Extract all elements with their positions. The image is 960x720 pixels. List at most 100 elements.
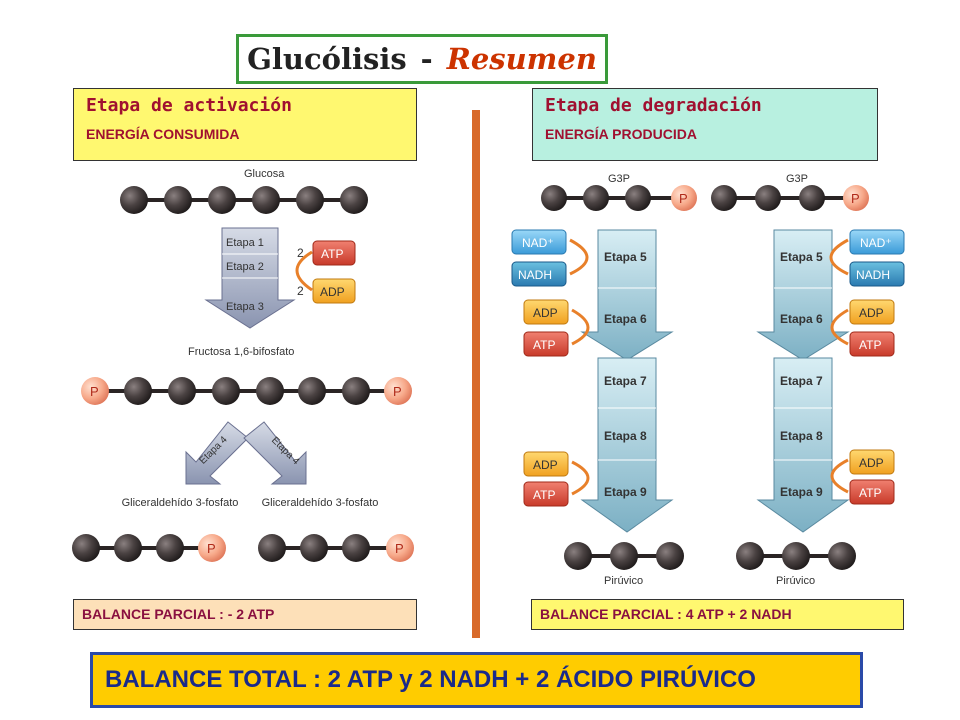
phosphate-left: P	[90, 384, 99, 399]
adp-badge-a1	[523, 299, 569, 325]
adp-badge-b2	[849, 449, 895, 475]
g3p-label-b: G3P	[786, 173, 808, 185]
adp-badge-a2	[523, 451, 569, 477]
nad-label-a: NAD⁺	[522, 236, 554, 250]
degradation-title: Etapa de degradación	[545, 95, 762, 116]
stage-8-label-b: Etapa 8	[780, 429, 823, 443]
energy-swoosh	[295, 250, 313, 292]
stage-4-arrow-right	[243, 421, 307, 485]
g3p-molecule-a	[541, 185, 697, 211]
adp-label-b1: ADP	[859, 306, 884, 320]
balance-right-text: BALANCE PARCIAL : 4 ATP + 2 NADH	[540, 606, 792, 622]
title-dash: -	[420, 42, 433, 76]
adp-label-b2: ADP	[859, 456, 884, 470]
atp-label: ATP	[321, 247, 343, 261]
nad-badge-a	[511, 229, 567, 255]
product-label-left: Gliceraldehído 3-fosfato	[121, 497, 239, 509]
nadh-badge-b	[849, 261, 905, 287]
stages-7-9-arrow-b	[756, 357, 850, 533]
atp-badge-a1	[523, 331, 569, 357]
stage-8-label-a: Etapa 8	[604, 429, 647, 443]
stages-5-6-arrow-b	[756, 229, 850, 361]
product-label-right-wrap: Gliceraldehído 3-fosfato	[261, 497, 379, 509]
swoosh-adp-a1	[571, 308, 590, 346]
g3p-molecule-b	[711, 185, 869, 211]
title-accent: Resumen	[446, 42, 597, 76]
activation-stage-box: Etapa de activación ENERGÍA CONSUMIDA	[73, 88, 417, 161]
atp-badge-b1	[849, 331, 895, 357]
g3p-label-a: G3P	[608, 173, 630, 185]
degradation-diagram: G3P P Etapa 5 Etapa 6 Etapa 7 Etapa 8 Et…	[511, 173, 905, 587]
swoosh-adp-b1	[830, 308, 849, 346]
stage-3-label: Etapa 3	[226, 301, 264, 313]
stage-6-label-a: Etapa 6	[604, 312, 647, 326]
glucose-label: Glucosa	[244, 168, 285, 180]
atp-label-a1: ATP	[533, 338, 555, 352]
balance-total-text: BALANCE TOTAL : 2 ATP y 2 NADH + 2 ÁCIDO…	[105, 666, 756, 693]
adp-badge-b1	[849, 299, 895, 325]
degradation-stage-box: Etapa de degradación ENERGÍA PRODUCIDA	[532, 88, 878, 161]
atp-badge	[312, 240, 356, 266]
adp-label-a1: ADP	[533, 306, 558, 320]
nad-label-b: NAD⁺	[860, 236, 892, 250]
activation-title: Etapa de activación	[86, 95, 292, 116]
swoosh-nad-b	[829, 238, 849, 276]
stages-5-6-arrow-a	[580, 229, 674, 361]
nad-badge-b	[849, 229, 905, 255]
pyruvate-label-a: Pirúvico	[604, 575, 643, 587]
stage-5-label-b: Etapa 5	[780, 250, 823, 264]
stage-6-label-b: Etapa 6	[780, 312, 823, 326]
nadh-label-a: NADH	[518, 268, 552, 282]
page-title: Glucólisis - Resumen	[236, 34, 608, 84]
adp-label: ADP	[320, 285, 345, 299]
glucose-molecule	[120, 186, 368, 214]
degradation-subtitle: ENERGÍA PRODUCIDA	[545, 126, 697, 142]
pyruvate-molecule-b	[736, 542, 856, 570]
stage-9-label-a: Etapa 9	[604, 485, 647, 499]
atp-label-a2: ATP	[533, 488, 555, 502]
swoosh-adp-a2	[571, 460, 590, 496]
balance-left-text: BALANCE PARCIAL : - 2 ATP	[82, 606, 275, 622]
atp-badge-b2	[849, 479, 895, 505]
activation-diagram: Glucosa Etapa 1 Etapa 2 Etapa 3 2 2 ATP …	[72, 168, 414, 562]
stage-9-label-b: Etapa 9	[780, 485, 823, 499]
swoosh-adp-b2	[830, 458, 849, 494]
phosphate-a: P	[679, 191, 688, 206]
stages-1-3-arrow	[204, 227, 296, 329]
adp-count: 2	[297, 284, 304, 298]
g3p-molecule-left	[72, 534, 226, 562]
product-label-left-wrap: Gliceraldehído 3-fosfato	[121, 497, 239, 509]
balance-right-box: BALANCE PARCIAL : 4 ATP + 2 NADH	[531, 599, 904, 630]
adp-badge	[312, 278, 356, 304]
stage-7-label-b: Etapa 7	[780, 374, 823, 388]
title-main: Glucólisis	[247, 42, 407, 76]
center-divider	[472, 110, 480, 638]
stage-4-arrow-left	[185, 421, 249, 485]
adp-label-a2: ADP	[533, 458, 558, 472]
balance-left-box: BALANCE PARCIAL : - 2 ATP	[73, 599, 417, 630]
pyruvate-molecule-a	[564, 542, 684, 570]
nadh-label-b: NADH	[856, 268, 890, 282]
fructose-label: Fructosa 1,6-bifosfato	[188, 346, 294, 358]
stage-7-label-a: Etapa 7	[604, 374, 647, 388]
balance-total-box: BALANCE TOTAL : 2 ATP y 2 NADH + 2 ÁCIDO…	[90, 652, 863, 708]
atp-label-b1: ATP	[859, 338, 881, 352]
product-label-right: Gliceraldehído 3-fosfato	[261, 497, 379, 509]
nadh-badge-a	[511, 261, 567, 287]
g3p-molecule-right	[258, 534, 414, 562]
phosphate-right: P	[393, 384, 402, 399]
stage-1-label: Etapa 1	[226, 237, 264, 249]
phosphate-g3p-left: P	[207, 541, 216, 556]
swoosh-nad-a	[569, 238, 589, 276]
phosphate-b: P	[851, 191, 860, 206]
stage-5-label-a: Etapa 5	[604, 250, 647, 264]
atp-count: 2	[297, 246, 304, 260]
pyruvate-label-b: Pirúvico	[776, 575, 815, 587]
stage-2-label: Etapa 2	[226, 261, 264, 273]
atp-label-b2: ATP	[859, 486, 881, 500]
stages-7-9-arrow-a	[580, 357, 674, 533]
phosphate-g3p-right: P	[395, 541, 404, 556]
fructose-molecule	[81, 377, 412, 405]
activation-subtitle: ENERGÍA CONSUMIDA	[86, 126, 240, 142]
atp-badge-a2	[523, 481, 569, 507]
